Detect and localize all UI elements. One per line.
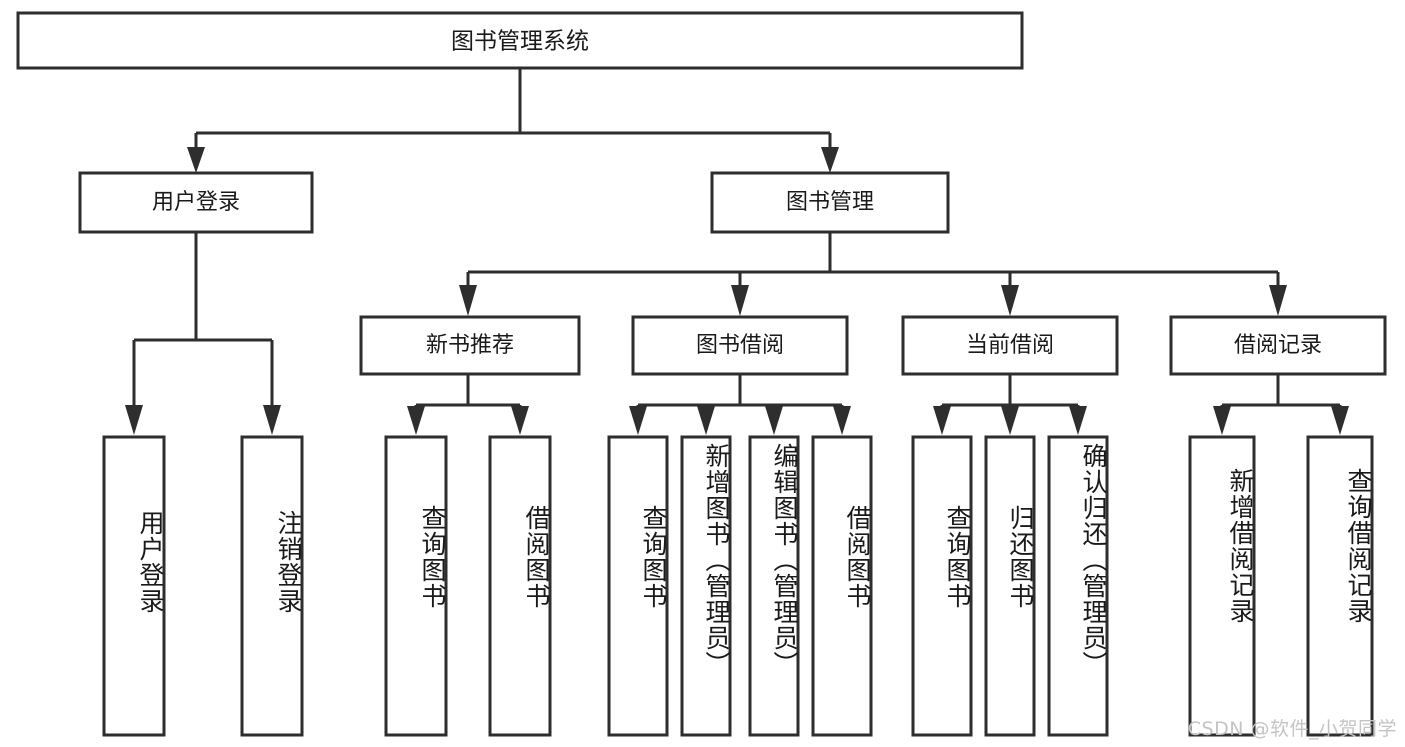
node-box-book-manage[interactable] — [710, 171, 950, 234]
connector-group-newbook — [407, 374, 529, 435]
node-box-leaf-user-login[interactable] — [102, 435, 166, 737]
arrow-head-leaf-query-record — [1331, 406, 1349, 435]
node-box-leaf-return-book[interactable] — [984, 435, 1036, 737]
node-label-book-manage: 图书管理 — [786, 190, 874, 215]
arrow-head-leaf-add-record — [1213, 406, 1231, 435]
arrow-head-leaf-return-book — [1001, 406, 1019, 435]
node-box-leaf-query-record[interactable] — [1306, 435, 1374, 737]
arrow-head-leaf-query-book-2 — [629, 406, 647, 435]
arrow-head-new-book-recommend — [459, 285, 477, 316]
node-user-login[interactable]: 用户登录 — [78, 171, 314, 234]
node-label-root: 图书管理系统 — [451, 29, 589, 55]
node-box-leaf-query-book-2[interactable] — [607, 435, 669, 737]
arrow-head-leaf-edit-book — [765, 406, 783, 435]
arrow-head-leaf-query-book-1 — [407, 406, 425, 435]
arrow-head-leaf-user-logout — [263, 405, 281, 435]
connector-group-bookborrow — [629, 374, 851, 435]
node-box-leaf-edit-book[interactable] — [748, 435, 800, 737]
arrow-head-leaf-confirm-return — [1069, 406, 1087, 435]
node-box-borrow-record[interactable] — [1169, 315, 1387, 376]
connector-group-bookmanage — [459, 232, 1287, 316]
leaf-boxes — [102, 435, 1374, 737]
arrow-head-book-borrow — [731, 285, 749, 316]
node-box-leaf-user-logout[interactable] — [240, 435, 304, 737]
node-box-leaf-add-record[interactable] — [1188, 435, 1256, 737]
node-box-leaf-borrow-book-2[interactable] — [811, 435, 873, 737]
node-box-current-borrow[interactable] — [901, 315, 1119, 376]
arrow-head-leaf-user-login — [125, 405, 143, 435]
node-borrow-record[interactable]: 借阅记录 — [1169, 315, 1387, 376]
node-box-root[interactable] — [16, 11, 1024, 70]
arrow-head-leaf-add-book — [697, 406, 715, 435]
connector-group-borrowrecord — [1213, 374, 1349, 435]
node-box-book-borrow[interactable] — [631, 315, 849, 376]
connector-group-userlogin — [125, 232, 281, 435]
node-box-leaf-confirm-return[interactable] — [1047, 435, 1109, 737]
arrow-head-borrow-record — [1269, 285, 1287, 316]
node-box-leaf-query-book-3[interactable] — [911, 435, 973, 737]
node-label-user-login: 用户登录 — [152, 190, 240, 215]
node-box-leaf-query-book-1[interactable] — [384, 435, 448, 737]
node-box-leaf-borrow-book-1[interactable] — [488, 435, 552, 737]
node-book-borrow[interactable]: 图书借阅 — [631, 315, 849, 376]
node-current-borrow[interactable]: 当前借阅 — [901, 315, 1119, 376]
connector-group-root — [187, 68, 839, 173]
node-label-book-borrow: 图书借阅 — [696, 333, 784, 358]
node-label-new-book-recommend: 新书推荐 — [426, 333, 514, 358]
node-book-manage[interactable]: 图书管理 — [710, 171, 950, 234]
arrow-head-bookmanage — [821, 147, 839, 173]
node-root[interactable]: 图书管理系统 — [16, 11, 1024, 70]
arrow-head-current-borrow — [1001, 285, 1019, 316]
arrow-head-leaf-borrow-book-1 — [511, 406, 529, 435]
node-box-user-login[interactable] — [78, 171, 314, 234]
arrow-head-userlogin — [187, 147, 205, 173]
connector-group-currentborrow — [933, 374, 1087, 435]
node-box-leaf-add-book[interactable] — [680, 435, 732, 737]
node-box-new-book-recommend[interactable] — [359, 315, 581, 376]
arrow-head-leaf-query-book-3 — [933, 406, 951, 435]
node-label-current-borrow: 当前借阅 — [966, 333, 1054, 358]
node-new-book-recommend[interactable]: 新书推荐 — [359, 315, 581, 376]
csdn-watermark: CSDN @软件_小贺同学 — [1187, 718, 1397, 740]
arrow-head-leaf-borrow-book-2 — [833, 406, 851, 435]
node-label-borrow-record: 借阅记录 — [1234, 333, 1322, 358]
